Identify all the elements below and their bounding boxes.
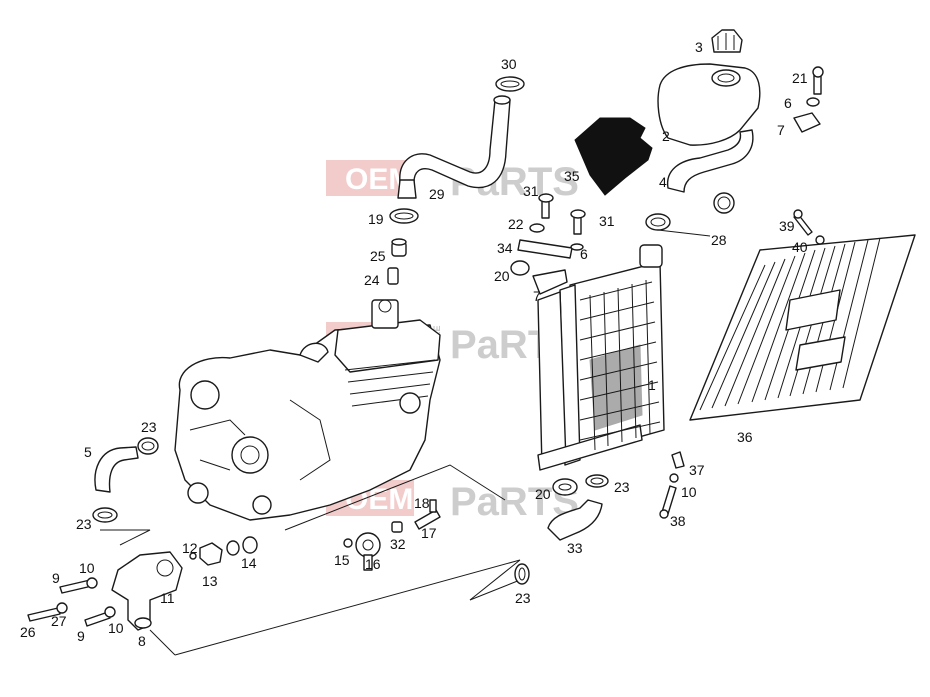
label-32: 32 bbox=[390, 536, 406, 552]
label-7-right: 7 bbox=[777, 122, 785, 138]
coolant-hose-29 bbox=[397, 95, 511, 199]
label-9-bottom: 9 bbox=[77, 628, 85, 644]
label-3: 3 bbox=[695, 39, 703, 55]
tank-cap-3 bbox=[711, 29, 743, 53]
washer-6-right bbox=[806, 97, 820, 107]
screw-31-b bbox=[570, 209, 586, 235]
hose-clamp-23-upper bbox=[137, 437, 159, 455]
label-23-bottom: 23 bbox=[515, 590, 531, 606]
label-9-top: 9 bbox=[52, 570, 60, 586]
label-27: 27 bbox=[51, 613, 67, 629]
label-11: 11 bbox=[160, 590, 175, 606]
label-23-lower-left: 23 bbox=[76, 516, 92, 532]
hose-clamp-30 bbox=[495, 76, 525, 92]
label-26: 26 bbox=[20, 624, 36, 640]
label-30: 30 bbox=[501, 56, 517, 72]
label-31-right: 31 bbox=[599, 213, 615, 229]
radiator-1 bbox=[537, 244, 665, 471]
label-19: 19 bbox=[368, 211, 384, 227]
nut-7-right bbox=[793, 112, 821, 133]
label-12: 12 bbox=[182, 540, 198, 556]
label-6-center: 6 bbox=[580, 246, 588, 262]
label-28: 28 bbox=[711, 232, 727, 248]
radiator-grill-36 bbox=[689, 234, 916, 421]
bolt-39 bbox=[793, 209, 813, 236]
label-5: 5 bbox=[84, 444, 92, 460]
label-23-radiator: 23 bbox=[614, 479, 630, 495]
label-13: 13 bbox=[202, 573, 218, 589]
screw-31-a bbox=[538, 193, 554, 219]
label-10-bottom: 10 bbox=[108, 620, 124, 636]
label-40: 40 bbox=[792, 239, 808, 255]
label-34: 34 bbox=[497, 240, 513, 256]
hose-clamp-19 bbox=[389, 208, 419, 224]
bleeder-parts bbox=[391, 499, 441, 533]
hose-clamp-23-radiator bbox=[585, 474, 609, 488]
label-16: 16 bbox=[365, 556, 381, 572]
label-23-upper-left: 23 bbox=[141, 419, 157, 435]
label-20-bottom: 20 bbox=[535, 486, 551, 502]
label-10-right: 10 bbox=[681, 484, 697, 500]
label-7-center: 7 bbox=[533, 288, 541, 304]
label-33: 33 bbox=[567, 540, 583, 556]
label-1: 1 bbox=[648, 377, 656, 393]
label-4: 4 bbox=[659, 174, 667, 190]
bolt-21 bbox=[812, 66, 824, 95]
screws-left bbox=[27, 577, 116, 627]
label-39: 39 bbox=[779, 218, 795, 234]
label-6-right: 6 bbox=[784, 95, 792, 111]
label-35: 35 bbox=[564, 168, 580, 184]
part-labels: 1 2 3 4 5 6 6 7 7 8 9 9 10 10 10 11 12 1… bbox=[20, 39, 808, 649]
label-17: 17 bbox=[421, 525, 437, 541]
label-24: 24 bbox=[364, 272, 380, 288]
label-22: 22 bbox=[508, 216, 524, 232]
label-31-left: 31 bbox=[523, 183, 539, 199]
hose-clamp-23-bottom bbox=[514, 563, 530, 585]
washer-6-center bbox=[570, 243, 584, 251]
engine-assembly bbox=[174, 299, 441, 521]
clip-7-center bbox=[532, 269, 568, 295]
label-38: 38 bbox=[670, 513, 686, 529]
label-14: 14 bbox=[241, 555, 257, 571]
bracket-34 bbox=[517, 239, 573, 259]
lower-hose-33 bbox=[547, 499, 603, 541]
label-37: 37 bbox=[689, 462, 705, 478]
hose-clamp-28 bbox=[645, 192, 735, 231]
bolt-38 bbox=[659, 485, 677, 519]
label-20-top: 20 bbox=[494, 268, 510, 284]
label-18: 18 bbox=[414, 495, 430, 511]
washer-10-right bbox=[669, 473, 679, 483]
label-29: 29 bbox=[429, 186, 445, 202]
label-21: 21 bbox=[792, 70, 808, 86]
label-2: 2 bbox=[662, 128, 670, 144]
label-15: 15 bbox=[334, 552, 350, 568]
hose-clamp-23-lower bbox=[92, 507, 118, 523]
expansion-tank-2 bbox=[657, 63, 761, 146]
washer-40 bbox=[815, 235, 825, 245]
tank-hose-4 bbox=[666, 129, 754, 193]
pump-gear-16 bbox=[343, 532, 381, 571]
pump-impeller-parts bbox=[189, 536, 258, 566]
fitting-25 bbox=[391, 238, 407, 257]
label-10-top: 10 bbox=[79, 560, 95, 576]
water-pump-cover-8 bbox=[111, 551, 183, 631]
fitting-24 bbox=[387, 267, 399, 285]
label-25: 25 bbox=[370, 248, 386, 264]
label-8: 8 bbox=[138, 633, 146, 649]
grommet-20-lower bbox=[552, 478, 578, 496]
leader-lines bbox=[100, 229, 711, 656]
label-36: 36 bbox=[737, 429, 753, 445]
grommet-20-top bbox=[510, 260, 530, 276]
washer-22 bbox=[529, 223, 545, 233]
clip-37 bbox=[671, 451, 685, 469]
coolant-hose-5 bbox=[94, 446, 139, 493]
heat-shield-35 bbox=[574, 117, 653, 196]
